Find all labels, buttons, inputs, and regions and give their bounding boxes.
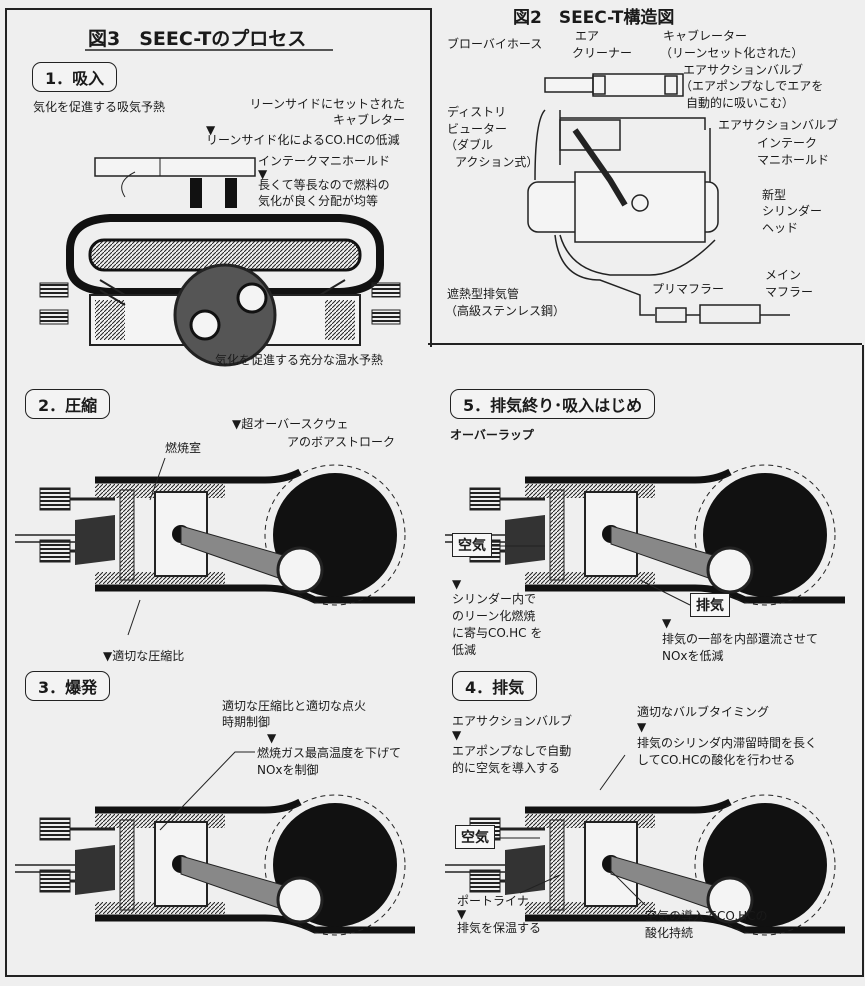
asv-arrow: ▼: [452, 728, 462, 742]
distributor-label-4: アクション式）: [455, 155, 539, 169]
timing-note: 適切なバルブタイミング: [637, 705, 770, 719]
exhaust-air-box: 空気: [455, 825, 495, 849]
carb-arrow: ▼: [206, 123, 216, 137]
combustion-arrow: ▼: [267, 731, 277, 745]
carb-note-1: リーンサイドにセットされた: [249, 97, 405, 111]
water-preheat-note: 気化を促進する充分な温水予熱: [215, 353, 384, 367]
timing-arrow: ▼: [637, 720, 647, 734]
overlap-heading: オーバーラップ: [450, 428, 534, 442]
distributor-label-2: ビューター: [447, 122, 508, 136]
timing-note-3: してCO.HCの酸化を行わせる: [637, 753, 796, 767]
exhaust-pipe-label-1: 遮熱型排気管: [447, 287, 520, 301]
leader-lines: [127, 457, 691, 906]
air-cleaner-label-1: エア: [575, 29, 600, 43]
asv-b-label: エアサクションバルブ: [718, 118, 839, 132]
structure-diagram: [527, 73, 790, 324]
port-liner-arrow: ▼: [457, 907, 467, 921]
oxidation-note-1: 空気の導入でCO.HCの: [645, 909, 768, 923]
asv-label-1: エアサクションバルブ: [683, 63, 804, 77]
lean-note-2: のリーン化燃焼: [452, 609, 536, 623]
port-liner-note: ポートライナ: [457, 894, 529, 908]
intake-manifold-label-1: インテーク: [757, 136, 818, 150]
ratio-note: ▼適切な圧縮比: [103, 649, 185, 663]
exhaust-pipe-label-2: （高級ステンレス鋼）: [445, 304, 566, 318]
egr-arrow: ▼: [662, 616, 672, 630]
fig2-title: 図2 SEEC-T構造図: [513, 8, 675, 28]
egr-note-2: NOxを低減: [662, 649, 724, 663]
carburetor-label-2: （リーンセット化された）: [660, 46, 804, 60]
intake-preheat-note: 気化を促進する吸気予熱: [33, 100, 166, 114]
overlap-engine: [445, 465, 845, 605]
overlap-exhaust-box: 排気: [690, 593, 730, 617]
timing-note-2: 排気のシリンダ内滞留時間を長く: [637, 736, 818, 750]
asv-note-3: 的に空気を導入する: [452, 761, 561, 775]
step-combustion-label: 3．爆発: [25, 671, 111, 701]
egr-note-1: 排気の一部を内部還流させて: [662, 632, 819, 646]
asv-note-2: エアポンプなしで自動: [452, 744, 572, 758]
main-muffler-label-1: メイン: [765, 268, 802, 282]
asv-label-3: 自動的に吸いこむ）: [686, 96, 795, 110]
pre-muffler-label: プリマフラー: [652, 282, 725, 296]
cylinder-head-label-1: 新型: [762, 188, 787, 202]
distributor-label-3: （ダブル: [445, 138, 494, 152]
air-cleaner-label-2: クリーナー: [572, 46, 633, 60]
cylinder-head-label-2: シリンダー: [762, 204, 823, 218]
lean-note-4: 低減: [452, 643, 477, 657]
asv-label-2: （エアポンプなしでエアを: [680, 79, 824, 93]
manifold-note: インテークマニホールド: [258, 154, 391, 168]
blowby-hose-label: ブローバイホース: [447, 37, 543, 51]
fig3-title: 図3 SEEC-Tのプロセス: [88, 28, 307, 50]
intake-manifold-label-2: マニホールド: [757, 153, 830, 167]
combustion-engine: [15, 795, 415, 935]
combustion-note-2: 時期制御: [222, 715, 271, 729]
chamber-label: 燃焼室: [165, 441, 202, 455]
carb-note-2: キャブレター: [332, 113, 405, 127]
main-muffler-label-2: マフラー: [765, 285, 814, 299]
fig3-frame-mid: [428, 343, 862, 345]
step-exhaust-label: 4．排気: [452, 671, 538, 701]
combustion-note-3: 燃焼ガス最高温度を下げて: [257, 746, 402, 760]
port-liner-note-2: 排気を保温する: [457, 921, 542, 935]
lean-arrow: ▼: [452, 577, 462, 591]
intake-diagram: [39, 157, 401, 367]
overlap-air-box: 空気: [452, 533, 492, 557]
combustion-note-4: NOxを制御: [257, 763, 319, 777]
oversquare-note-2: アのボアストローク: [287, 435, 396, 449]
step-intake-label: 1．吸入: [32, 62, 118, 92]
oxidation-note-2: 酸化持続: [645, 926, 694, 940]
manifold-note-2: 長くて等長なので燃料の: [258, 178, 390, 192]
carb-note-3: リーンサイド化によるCO.HCの低減: [206, 133, 400, 147]
carburetor-label-1: キャブレーター: [663, 29, 748, 43]
oversquare-note-1: ▼超オーバースクウェ: [232, 417, 349, 431]
lean-note-1: シリンダー内で: [452, 592, 537, 606]
step-overlap-label: 5．排気終り･吸入はじめ: [450, 389, 656, 419]
fig3-frame-bottom: [5, 345, 864, 977]
manifold-note-3: 気化が良く分配が均等: [258, 194, 379, 208]
manifold-arrow: ▼: [258, 167, 268, 181]
cylinder-head-label-3: ヘッド: [762, 221, 799, 235]
compression-engine: [15, 465, 415, 605]
distributor-label-1: ディストリ: [447, 105, 507, 119]
combustion-note-1: 適切な圧縮比と適切な点火: [222, 699, 367, 713]
fig3-frame-top: [5, 8, 432, 347]
asv-note: エアサクションバルブ: [452, 714, 573, 728]
step-compression-label: 2．圧縮: [25, 389, 111, 419]
lean-note-3: に寄与CO.HC を: [452, 626, 543, 640]
